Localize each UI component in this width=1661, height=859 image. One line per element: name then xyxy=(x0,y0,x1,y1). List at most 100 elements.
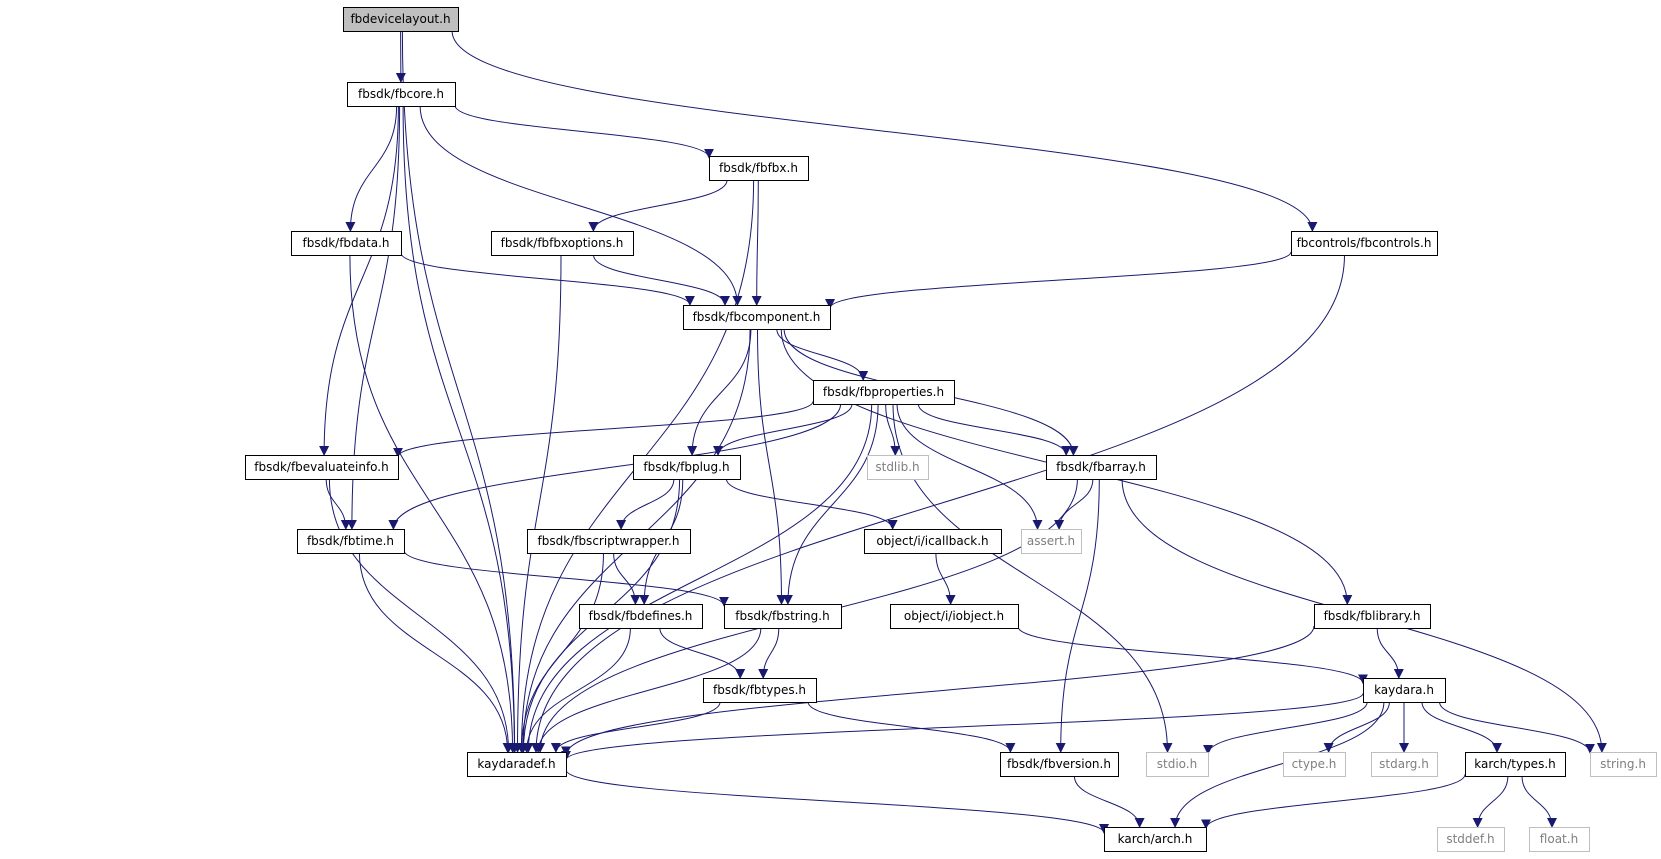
node-fblibrary[interactable]: fbsdk/fblibrary.h xyxy=(1314,604,1431,629)
edge-fbevaluateinfo-to-kaydaradef xyxy=(328,478,514,753)
node-label: fbsdk/fbcomponent.h xyxy=(693,310,821,324)
node-stdio: stdio.h xyxy=(1146,752,1209,777)
edge-fbstring-to-fbtypes xyxy=(758,627,780,679)
node-label: fbsdk/fbarray.h xyxy=(1056,460,1146,474)
node-fbarray[interactable]: fbsdk/fbarray.h xyxy=(1046,455,1157,480)
node-fbevaluateinfo[interactable]: fbsdk/fbevaluateinfo.h xyxy=(245,455,399,480)
edge-fbtypes-to-kaydaradef xyxy=(550,701,721,753)
node-icallback[interactable]: object/i/icallback.h xyxy=(864,529,1002,554)
node-box xyxy=(867,455,929,480)
node-fbcomponent[interactable]: fbsdk/fbcomponent.h xyxy=(683,305,831,330)
edge-fbdata-to-kaydaradef xyxy=(349,254,518,753)
node-fbproperties[interactable]: fbsdk/fbproperties.h xyxy=(813,380,955,405)
node-label: fbdevicelayout.h xyxy=(350,12,450,26)
node-fbdefines[interactable]: fbsdk/fbdefines.h xyxy=(579,604,703,629)
node-box xyxy=(1529,827,1590,852)
edge-karchtypes-to-stddef xyxy=(1472,775,1509,828)
node-fbtypes[interactable]: fbsdk/fbtypes.h xyxy=(703,678,817,703)
edge-iobject-to-kaydara xyxy=(1017,626,1368,685)
node-karcharch[interactable]: karch/arch.h xyxy=(1104,827,1207,852)
node-label: fbsdk/fbtime.h xyxy=(307,534,394,548)
node-box xyxy=(1283,752,1346,777)
node-box xyxy=(864,529,1002,554)
node-stdlib: stdlib.h xyxy=(867,455,929,480)
node-kaydaradef[interactable]: kaydaradef.h xyxy=(467,752,567,777)
node-string: string.h xyxy=(1590,752,1657,777)
edge-fbdevicelayout-to-fbcontrols xyxy=(451,30,1318,232)
edge-fbcomponent-to-fbstring xyxy=(757,328,787,605)
node-label: fbsdk/fbplug.h xyxy=(643,460,729,474)
node-fbcontrols[interactable]: fbcontrols/fbcontrols.h xyxy=(1291,231,1438,256)
node-label: stdio.h xyxy=(1157,757,1197,771)
edge-fbversion-to-karcharch xyxy=(1073,775,1145,828)
header-nodes: fbdevicelayout.h fbsdk/fbcore.h fbsdk/fbfb… xyxy=(245,7,1657,852)
node-fbscriptwrapper[interactable]: fbsdk/fbscriptwrapper.h xyxy=(527,529,691,554)
node-fbfbx[interactable]: fbsdk/fbfbx.h xyxy=(709,156,809,181)
edge-fbarray-to-fbversion xyxy=(1055,478,1100,753)
edge-fbproperties-to-fbtime xyxy=(388,403,842,530)
node-karchtypes[interactable]: karch/types.h xyxy=(1465,752,1566,777)
node-fbdevicelayout[interactable]: fbdevicelayout.h xyxy=(343,7,459,32)
node-box xyxy=(291,231,402,256)
edge-fbcore-to-fbfbx xyxy=(454,105,714,159)
node-label: fbsdk/fbtypes.h xyxy=(713,683,806,697)
node-iobject[interactable]: object/i/iobject.h xyxy=(890,604,1019,629)
edge-fbproperties-to-kaydaradef xyxy=(523,403,873,753)
node-box xyxy=(467,752,567,777)
edge-kaydaradef-to-karcharch xyxy=(565,769,1109,834)
edge-fbtime-to-fbstring xyxy=(403,550,729,607)
node-label: fbcontrols/fbcontrols.h xyxy=(1297,236,1432,250)
node-label: fbsdk/fbscriptwrapper.h xyxy=(538,534,680,548)
edge-fbcomponent-to-fbproperties xyxy=(776,328,869,381)
edge-fbproperties-to-fbevaluateinfo xyxy=(393,401,814,458)
edge-fbplug-to-icallback xyxy=(725,478,898,530)
edge-fbplug-to-fbscriptwrapper xyxy=(616,478,675,530)
node-label: stdarg.h xyxy=(1379,757,1429,771)
node-label: assert.h xyxy=(1027,534,1075,548)
node-stddef: stddef.h xyxy=(1437,827,1505,852)
node-box xyxy=(724,604,842,629)
node-label: fbsdk/fbfbxoptions.h xyxy=(501,236,624,250)
node-ctype: ctype.h xyxy=(1283,752,1346,777)
edge-fbdefines-to-kaydaradef xyxy=(521,627,631,753)
edge-kaydara-to-karcharch xyxy=(1170,701,1385,828)
node-float: float.h xyxy=(1529,827,1590,852)
node-fbcore[interactable]: fbsdk/fbcore.h xyxy=(347,82,456,107)
node-box xyxy=(1590,752,1657,777)
node-label: fbsdk/fbfbx.h xyxy=(719,161,798,175)
node-stdarg: stdarg.h xyxy=(1371,752,1438,777)
edge-fbscriptwrapper-to-kaydaradef xyxy=(516,552,604,753)
edge-fbfbx-to-fbcomponent xyxy=(751,179,762,306)
edge-fbproperties-to-fbplug xyxy=(713,403,853,456)
node-box xyxy=(1371,752,1438,777)
edge-fbstring-to-kaydaradef xyxy=(533,627,762,753)
node-box xyxy=(709,156,809,181)
node-fbstring[interactable]: fbsdk/fbstring.h xyxy=(724,604,842,629)
edge-fbcontrols-to-kaydaradef xyxy=(531,254,1345,753)
node-fbtime[interactable]: fbsdk/fbtime.h xyxy=(297,529,405,554)
edge-fblibrary-to-kaydara xyxy=(1376,627,1404,679)
node-box xyxy=(1000,752,1119,777)
edge-fbcore-to-fbtime xyxy=(346,105,401,530)
edge-fbtime-to-kaydaradef xyxy=(358,552,513,753)
node-fbdata[interactable]: fbsdk/fbdata.h xyxy=(291,231,402,256)
edge-karchtypes-to-karcharch xyxy=(1201,774,1466,830)
node-box xyxy=(527,529,691,554)
node-fbfbxoptions[interactable]: fbsdk/fbfbxoptions.h xyxy=(491,231,634,256)
node-kaydara[interactable]: kaydara.h xyxy=(1363,678,1446,703)
node-fbversion[interactable]: fbsdk/fbversion.h xyxy=(1000,752,1119,777)
edge-fbdevicelayout-to-kaydaradef xyxy=(401,30,520,753)
edge-fblibrary-to-kaydaradef xyxy=(561,625,1315,757)
node-label: float.h xyxy=(1540,832,1578,846)
node-box xyxy=(579,604,703,629)
edge-fbevaluateinfo-to-fbtime xyxy=(325,478,351,530)
node-label: fbsdk/fbdefines.h xyxy=(589,609,693,623)
edge-kaydara-to-stdio xyxy=(1203,701,1368,755)
node-box xyxy=(1437,827,1505,852)
node-label: fbsdk/fbproperties.h xyxy=(823,385,944,399)
node-box xyxy=(245,455,399,480)
node-fbplug[interactable]: fbsdk/fbplug.h xyxy=(633,455,741,480)
node-label: fbsdk/fbdata.h xyxy=(303,236,390,250)
node-box xyxy=(1146,752,1209,777)
